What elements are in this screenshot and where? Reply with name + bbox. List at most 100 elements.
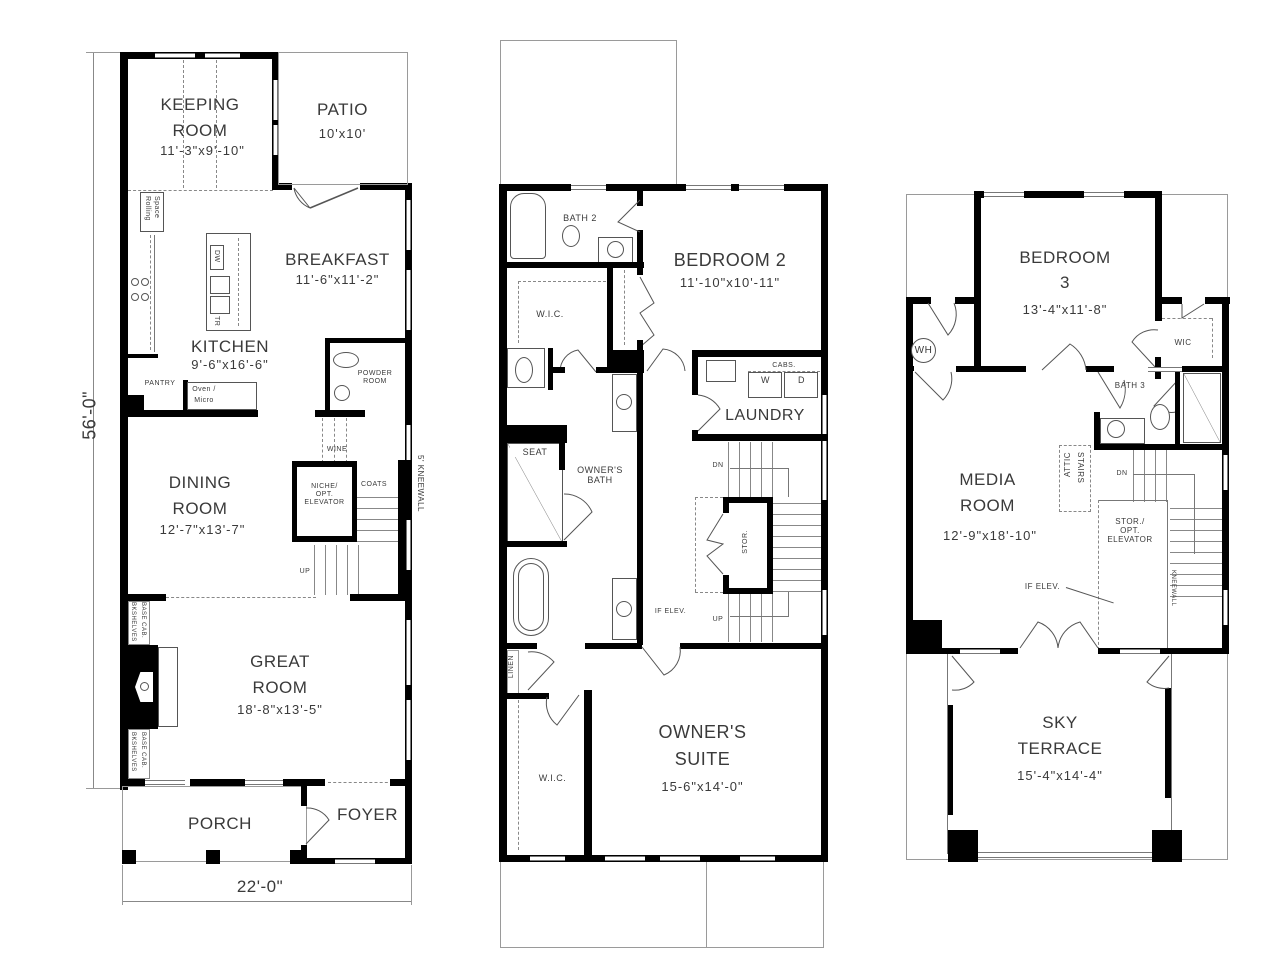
depth-dimension-line xyxy=(93,52,94,788)
door-swing xyxy=(559,349,597,373)
stairs xyxy=(728,592,773,642)
room-size-dining-room: 12'-7"x13'-7" xyxy=(159,522,246,537)
kitchen-sink xyxy=(210,276,230,294)
room-label-great-room: GREAT ROOM xyxy=(250,652,310,697)
label-pantry: PANTRY xyxy=(144,380,176,387)
label-seat: SEAT xyxy=(510,447,560,458)
shower xyxy=(1183,373,1221,443)
wall xyxy=(120,52,128,790)
room-label-keeping-room: KEEPING ROOM xyxy=(160,95,240,140)
shower xyxy=(507,443,563,543)
porch-column xyxy=(206,850,220,864)
label-wic: WIC xyxy=(1174,338,1192,347)
room-label-bedroom-2: BEDROOM 2 xyxy=(673,250,787,270)
attic-stairs xyxy=(1059,445,1091,512)
label-wic: W.I.C. xyxy=(538,773,567,783)
front-door-swing xyxy=(305,807,330,845)
roof-outline-bottom xyxy=(500,858,824,948)
room-label-owners-suite: OWNER'S SUITE xyxy=(658,722,747,769)
room-label-media-room: MEDIA ROOM xyxy=(959,470,1016,515)
label-powder-room: POWDER ROOM xyxy=(357,370,393,386)
toilet xyxy=(1150,404,1170,430)
water-heater xyxy=(911,338,936,363)
door-swing xyxy=(293,187,359,209)
washer xyxy=(748,372,782,398)
label-niche-opt-elevator: NICHE/ OPT. ELEVATOR xyxy=(304,483,345,507)
room-label-porch: PORCH xyxy=(188,814,252,833)
dryer xyxy=(784,372,818,398)
door-swing xyxy=(1041,343,1087,371)
closet-door xyxy=(706,513,725,575)
label-kneewall: KNEEWALL xyxy=(1169,570,1176,607)
label-wh: WH xyxy=(914,345,933,356)
bathtub xyxy=(510,193,546,259)
stairs xyxy=(728,442,773,497)
floor-plan-first-floor: 56'-0" 22'-0" KEEPING ROOM 11'-3"x9'-10"… xyxy=(0,0,440,966)
room-label-bedroom-3: BEDROOM 3 xyxy=(1019,248,1111,292)
label-kneewall: 5' KNEEWALL xyxy=(416,455,426,512)
room-label-breakfast: BREAKFAST xyxy=(285,250,390,269)
bookshelves-base-cab xyxy=(128,601,150,645)
room-label-laundry: LAUNDRY xyxy=(725,407,805,424)
room-label-patio: PATIO xyxy=(317,100,368,119)
door-swing xyxy=(1146,655,1170,689)
stairs xyxy=(314,545,366,595)
porch-column xyxy=(290,850,304,864)
laundry-sink xyxy=(706,360,736,382)
rolling-space xyxy=(140,192,164,232)
door-swing xyxy=(927,302,957,336)
overall-depth-label: 56'-0" xyxy=(79,390,100,440)
cooktop-burner xyxy=(131,278,139,286)
door-swing xyxy=(951,655,975,691)
room-size-bedroom-3: 13'-4"x11'-8" xyxy=(1022,302,1108,317)
sink xyxy=(334,385,350,401)
room-size-bedroom-2: 11'-10"x10'-11" xyxy=(679,275,781,290)
width-dimension-line xyxy=(122,901,412,902)
room-size-great-room: 18'-8"x13'-5" xyxy=(237,702,323,717)
freestanding-tub xyxy=(513,558,549,636)
roof-outline xyxy=(906,194,1228,860)
label-wic: W.I.C. xyxy=(536,309,564,319)
room-size-kitchen: 9'-6"x16'-6" xyxy=(191,357,269,372)
sink xyxy=(616,601,632,617)
terrace-column xyxy=(948,830,978,862)
room-size-patio: 10'x10' xyxy=(318,126,367,141)
door-swing xyxy=(527,651,555,691)
bookshelves-base-cab xyxy=(128,729,150,779)
vanity xyxy=(1100,418,1145,444)
closet-door xyxy=(639,276,655,348)
room-label-foyer: FOYER xyxy=(336,805,399,824)
stairs xyxy=(1133,450,1169,502)
room-label-dining-room: DINING ROOM xyxy=(168,473,232,518)
door-swing xyxy=(646,348,686,372)
room-size-owners-suite: 15-6"x14'-0" xyxy=(661,779,744,794)
label-storage: STOR. xyxy=(742,530,749,554)
door-swing xyxy=(1131,329,1159,369)
column xyxy=(906,620,942,654)
patio-outline xyxy=(278,52,408,185)
toilet xyxy=(333,352,359,368)
stairs xyxy=(1170,502,1222,597)
label-storage-opt-elevator: STOR./ OPT. ELEVATOR xyxy=(1107,517,1153,545)
door-swing xyxy=(1097,371,1126,409)
sink xyxy=(1107,420,1125,438)
door-swing xyxy=(697,394,721,432)
room-size-sky-terrace: 15'-4"x14'-4" xyxy=(1017,768,1103,783)
label-owners-bath: OWNER'S BATH xyxy=(577,465,623,486)
toilet xyxy=(515,357,533,383)
door-swing xyxy=(641,646,681,676)
room-label-kitchen: KITCHEN xyxy=(190,337,270,356)
terrace-column xyxy=(1152,830,1182,862)
label-bath-3: BATH 3 xyxy=(1114,381,1146,390)
french-doors xyxy=(1019,621,1099,649)
stairs xyxy=(357,492,405,542)
room-size-keeping-room: 11'-3"x9'-10" xyxy=(160,143,245,158)
sink xyxy=(616,394,632,410)
roof-outline-top xyxy=(500,40,677,188)
door-swing xyxy=(545,694,580,726)
linen-closet xyxy=(507,650,519,694)
room-size-breakfast: 11'-6"x11'-2" xyxy=(295,272,380,287)
door-swing xyxy=(617,199,641,233)
door-swing xyxy=(914,371,953,401)
vanity xyxy=(598,237,633,263)
